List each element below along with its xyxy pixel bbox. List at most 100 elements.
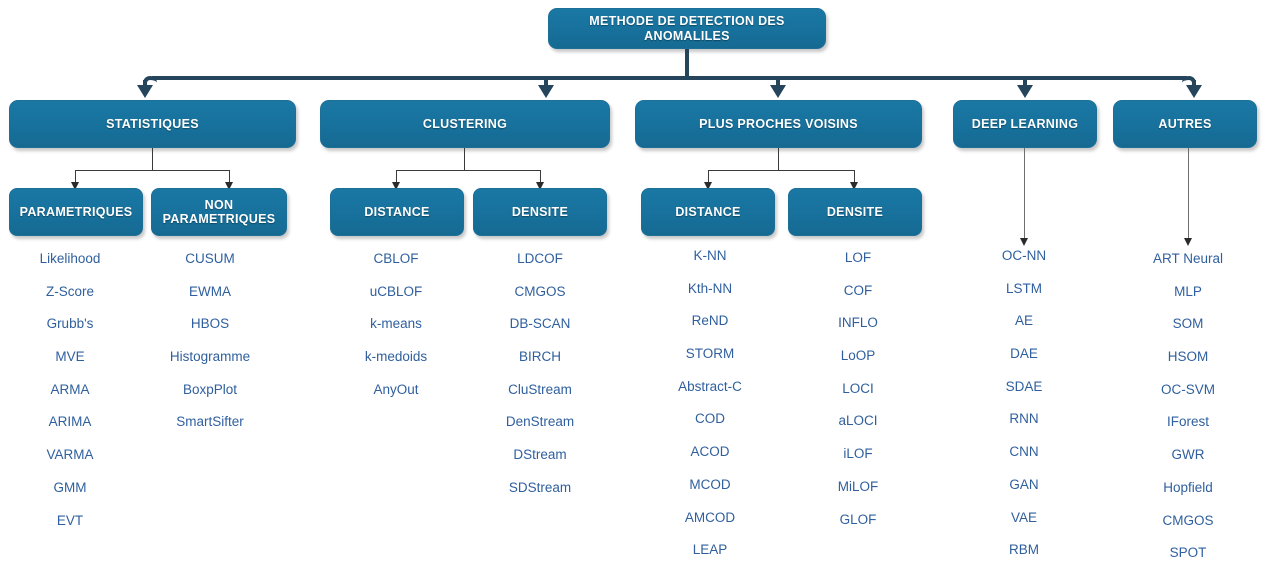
leaf-item: CMGOS — [514, 283, 566, 299]
leaf-item: Grubb's — [46, 316, 94, 332]
node-autres[interactable]: AUTRES — [1113, 100, 1257, 148]
node-non-parametriques-label: NON PARAMETRIQUES — [162, 197, 276, 226]
leaf-item: uCBLOF — [369, 283, 423, 299]
leaf-item: INFLO — [838, 315, 878, 331]
bus-line-right — [687, 76, 1187, 80]
leaf-item: CBLOF — [373, 251, 419, 266]
node-plus-proches-voisins[interactable]: PLUS PROCHES VOISINS — [635, 100, 922, 148]
leaf-item: DStream — [513, 447, 567, 463]
arrow-to-ppv-densite — [850, 182, 858, 190]
leaf-item: BoxpPlot — [182, 381, 238, 397]
connector-deep-learning-stem — [1024, 148, 1025, 241]
connector-clustering-left-drop — [396, 170, 397, 184]
node-ppv-distance[interactable]: DISTANCE — [641, 188, 775, 236]
leaf-item: HSOM — [1167, 349, 1209, 365]
root-node-label: METHODE DE DETECTION DES ANOMALILES — [589, 14, 785, 43]
leaf-item: AMCOD — [684, 509, 736, 525]
leaf-item: AE — [1014, 313, 1033, 329]
leaf-item: aLOCI — [838, 413, 878, 429]
leaf-item: LSTM — [1005, 280, 1042, 296]
arrow-to-plus-proches-voisins — [770, 85, 786, 98]
connector-statistiques-left-drop — [75, 170, 76, 184]
leaf-item: LoOP — [840, 348, 876, 364]
leaf-item: SDStream — [508, 479, 572, 495]
leaf-item: SDAE — [1005, 378, 1043, 394]
leaf-item: GLOF — [839, 511, 877, 527]
connector-ppv-left-drop — [708, 170, 709, 184]
leaf-item: LOCI — [842, 380, 874, 396]
arrow-to-clustering — [538, 85, 554, 98]
leaf-item: CluStream — [508, 381, 572, 397]
node-clustering-densite[interactable]: DENSITE — [473, 188, 607, 236]
leaf-item: LOF — [844, 250, 872, 265]
root-node-methode-de-detection[interactable]: METHODE DE DETECTION DES ANOMALILES — [548, 8, 826, 49]
arrow-to-non-parametriques — [225, 182, 233, 190]
node-parametriques[interactable]: PARAMETRIQUES — [9, 188, 143, 236]
node-clustering-label: CLUSTERING — [422, 116, 508, 131]
leaf-item: EVT — [56, 512, 84, 528]
leaf-item: MVE — [55, 349, 85, 365]
leaf-item: Hopfield — [1163, 479, 1213, 495]
leaf-item: CMGOS — [1162, 512, 1214, 528]
leaf-item: GMM — [53, 479, 87, 495]
leaf-item: DAE — [1010, 346, 1038, 362]
node-clustering-distance-label: DISTANCE — [364, 204, 430, 219]
arrow-to-parametriques — [71, 182, 79, 190]
leaf-item: BIRCH — [518, 349, 561, 365]
connector-clustering-bar — [396, 170, 541, 171]
arrow-to-autres-items — [1184, 238, 1192, 246]
node-clustering-distance[interactable]: DISTANCE — [330, 188, 464, 236]
bus-drop-statistiques — [143, 80, 147, 86]
arrow-to-clustering-densite — [536, 182, 544, 190]
leaf-item: RNN — [1009, 411, 1039, 427]
connector-ppv-stem — [778, 148, 779, 171]
node-plus-proches-voisins-label: PLUS PROCHES VOISINS — [699, 116, 858, 131]
node-clustering[interactable]: CLUSTERING — [320, 100, 610, 148]
leaf-item: DB-SCAN — [509, 316, 571, 332]
node-ppv-densite[interactable]: DENSITE — [788, 188, 922, 236]
leaf-item: MLP — [1174, 283, 1202, 299]
connector-ppv-right-drop — [854, 170, 855, 184]
leaf-item: IForest — [1166, 414, 1209, 430]
leaf-item: GWR — [1171, 447, 1205, 463]
bus-line-left — [152, 76, 687, 80]
connector-statistiques-bar — [75, 170, 229, 171]
leaf-item: k-means — [370, 316, 422, 332]
leaf-item: LDCOF — [517, 251, 563, 266]
leaf-item: ReND — [691, 313, 729, 329]
bus-drop-deep-learning — [1023, 76, 1027, 86]
arrow-to-autres — [1186, 85, 1202, 98]
bus-drop-clustering — [544, 76, 548, 86]
leaf-item: iLOF — [843, 446, 873, 462]
node-deep-learning[interactable]: DEEP LEARNING — [953, 100, 1097, 148]
leaf-item: EWMA — [189, 283, 231, 299]
node-autres-label: AUTRES — [1158, 116, 1212, 131]
root-stem-connector — [685, 49, 689, 77]
leaf-item: ARMA — [50, 381, 90, 397]
node-statistiques[interactable]: STATISTIQUES — [9, 100, 296, 148]
leaf-item: ART Neural — [1152, 251, 1224, 266]
arrow-to-statistiques — [137, 85, 153, 98]
arrow-to-deep-learning-items — [1020, 238, 1028, 246]
leaf-item: GAN — [1009, 476, 1039, 492]
node-ppv-distance-label: DISTANCE — [675, 204, 741, 219]
connector-statistiques-right-drop — [229, 170, 230, 184]
leaf-item: OC-NN — [1001, 248, 1047, 263]
leaf-item: SPOT — [1169, 545, 1207, 561]
leaf-item: STORM — [685, 346, 735, 362]
leaf-item: VAE — [1010, 509, 1037, 525]
node-non-parametriques[interactable]: NON PARAMETRIQUES — [151, 188, 287, 236]
leaf-item: AnyOut — [373, 381, 419, 397]
leaf-item: COF — [843, 282, 873, 298]
leaf-item: LEAP — [692, 542, 728, 558]
leaf-item: DenStream — [505, 414, 575, 430]
leaf-item: Histogramme — [169, 349, 251, 365]
leaf-item: OC-SVM — [1161, 381, 1215, 397]
